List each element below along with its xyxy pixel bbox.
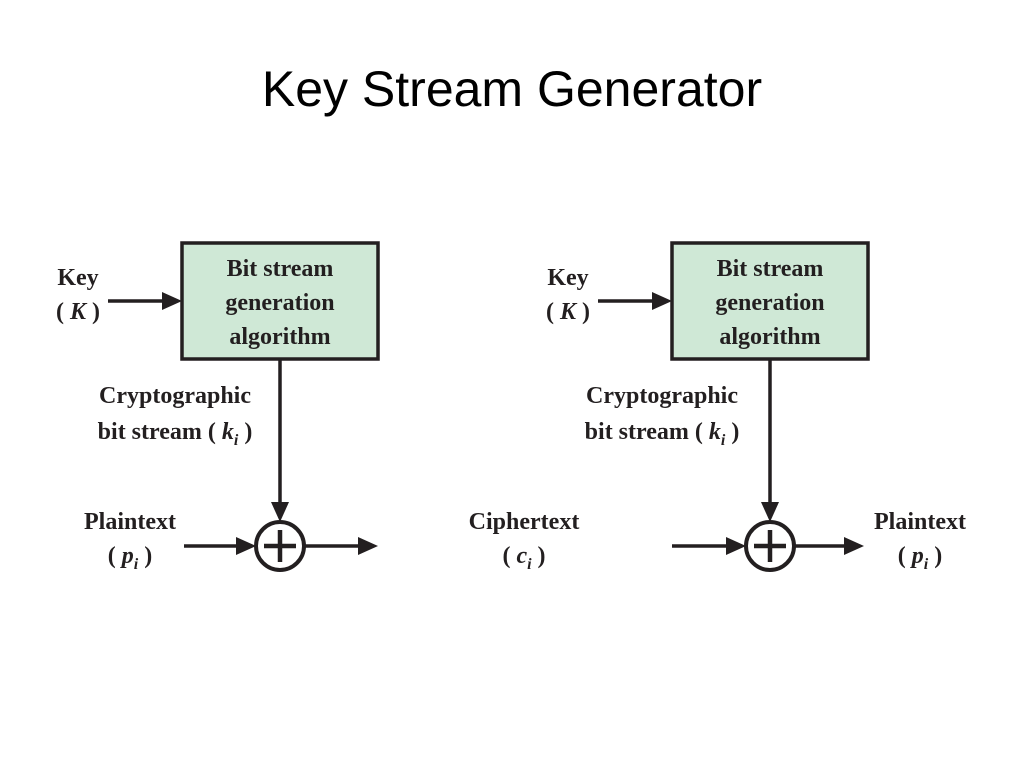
left-bit-stream-generator-box bbox=[180, 241, 380, 361]
left-input-arrow-head bbox=[236, 537, 256, 555]
slide-title: Key Stream Generator bbox=[261, 61, 763, 117]
decryption-diagram: Key ( K ) Bit stream generation algorith… bbox=[469, 241, 966, 573]
encryption-diagram: Key ( K ) Bit stream generation algorith… bbox=[56, 241, 380, 573]
right-key-symbol: ( K ) bbox=[546, 299, 590, 325]
right-input-arrow-head bbox=[726, 537, 746, 555]
left-key-symbol: ( K ) bbox=[56, 299, 100, 325]
left-box-line-3: algorithm bbox=[229, 324, 330, 350]
right-key-label: Key bbox=[547, 265, 588, 291]
right-stream-label-2: bit stream ( ki ) bbox=[585, 419, 740, 449]
right-box-line-1: Bit stream bbox=[717, 256, 824, 282]
right-output-label: Plaintext bbox=[874, 509, 966, 535]
right-input-symbol: ( ci ) bbox=[502, 543, 545, 573]
left-output-arrow-head bbox=[358, 537, 378, 555]
right-stream-arrow-head bbox=[761, 502, 779, 522]
right-stream-label-1: Cryptographic bbox=[586, 383, 738, 409]
right-output-arrow-head bbox=[844, 537, 864, 555]
left-box-line-2: generation bbox=[225, 290, 334, 316]
right-key-arrow-head bbox=[652, 292, 672, 310]
left-stream-label-1: Cryptographic bbox=[99, 383, 251, 409]
left-input-label: Plaintext bbox=[84, 509, 176, 535]
right-box-line-2: generation bbox=[715, 290, 824, 316]
right-input-label: Ciphertext bbox=[469, 509, 580, 535]
left-stream-label-2: bit stream ( ki ) bbox=[98, 419, 253, 449]
right-output-symbol: ( pi ) bbox=[898, 543, 942, 573]
left-box-line-1: Bit stream bbox=[227, 256, 334, 282]
left-key-arrow-head bbox=[162, 292, 182, 310]
left-stream-arrow-head bbox=[271, 502, 289, 522]
left-key-label: Key bbox=[57, 265, 98, 291]
left-input-symbol: ( pi ) bbox=[108, 543, 152, 573]
right-box-line-3: algorithm bbox=[719, 324, 820, 350]
